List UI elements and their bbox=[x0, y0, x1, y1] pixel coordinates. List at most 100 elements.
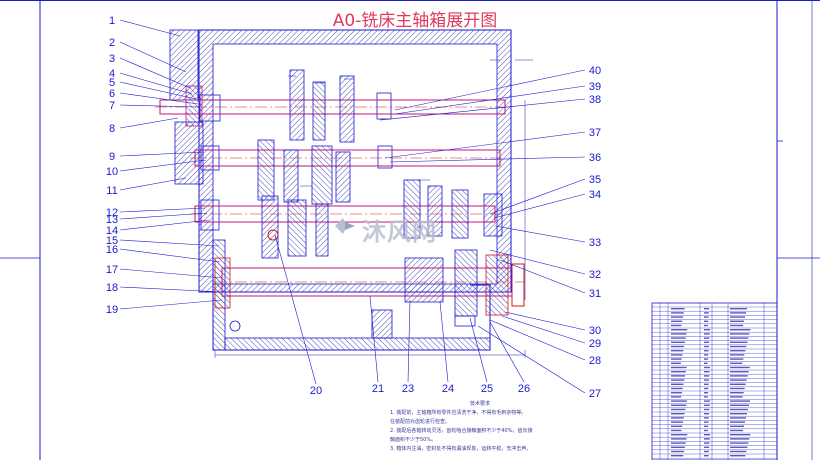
callout-29: 29 bbox=[589, 338, 601, 350]
callout-32: 32 bbox=[589, 269, 601, 281]
table-cell-mark bbox=[671, 375, 686, 377]
table-cell-mark bbox=[704, 337, 710, 339]
table-cell-mark bbox=[671, 442, 686, 444]
table-cell-mark bbox=[671, 308, 685, 310]
leader-1 bbox=[119, 19, 181, 37]
callout-27: 27 bbox=[589, 388, 601, 400]
callout-23: 23 bbox=[402, 383, 414, 395]
leader-30 bbox=[504, 311, 586, 331]
bearings bbox=[169, 29, 525, 316]
table-cell-mark bbox=[704, 434, 711, 436]
table-cell-mark bbox=[730, 455, 746, 457]
table-cell-mark bbox=[671, 324, 682, 327]
table-cell-mark bbox=[730, 429, 743, 432]
leader-33 bbox=[494, 225, 586, 243]
leader-17 bbox=[119, 268, 223, 279]
note-line: 触面积不少于50%。 bbox=[390, 437, 437, 443]
callout-10: 10 bbox=[106, 166, 118, 178]
callout-12: 12 bbox=[106, 207, 118, 219]
callout-35: 35 bbox=[589, 174, 601, 186]
table-cell-mark bbox=[671, 362, 681, 364]
table-cell-mark bbox=[730, 404, 749, 406]
table-cell-mark bbox=[730, 400, 750, 402]
leader-29 bbox=[501, 315, 586, 344]
callout-26: 26 bbox=[518, 383, 530, 395]
callout-31: 31 bbox=[589, 288, 601, 300]
leader-7 bbox=[119, 104, 201, 108]
table-cell-mark bbox=[730, 312, 746, 314]
table-cell-mark bbox=[671, 345, 685, 348]
callout-37: 37 bbox=[589, 127, 601, 139]
leader-4 bbox=[119, 72, 193, 95]
table-cell-mark bbox=[704, 341, 710, 343]
table-cell-mark bbox=[671, 421, 683, 423]
leader-15 bbox=[119, 239, 220, 247]
table-cell-mark bbox=[704, 408, 710, 411]
leader-26 bbox=[489, 321, 525, 383]
table-cell-mark bbox=[730, 354, 745, 356]
table-frame bbox=[651, 302, 778, 460]
table-cell-mark bbox=[671, 413, 685, 415]
leader-31 bbox=[499, 259, 586, 294]
table-cell-mark bbox=[704, 387, 709, 390]
table-cell-mark bbox=[730, 371, 749, 373]
leader-5 bbox=[119, 81, 197, 100]
table-cell-mark bbox=[704, 413, 710, 415]
table-cell-mark bbox=[671, 396, 682, 398]
callout-11: 11 bbox=[106, 185, 117, 197]
table-cell-mark bbox=[730, 392, 744, 394]
table-cell-mark bbox=[730, 337, 749, 339]
callout-34: 34 bbox=[589, 189, 601, 201]
table-cell-mark bbox=[704, 379, 709, 381]
callout-17: 17 bbox=[106, 264, 118, 276]
table-cell-mark bbox=[730, 387, 745, 390]
callout-8: 8 bbox=[109, 123, 115, 135]
table-cell-mark bbox=[730, 341, 748, 343]
table-cell-mark bbox=[671, 400, 687, 402]
table-cell-mark bbox=[671, 429, 682, 432]
table-cell-mark bbox=[730, 324, 743, 327]
leader-37 bbox=[384, 131, 586, 159]
table-cell-mark bbox=[730, 358, 744, 360]
leader-27 bbox=[477, 325, 586, 394]
technical-notes: 技术要求 1. 装配前，主轴箱所有零件应清洗干净，不得有毛刺杂物等。 在装配前对… bbox=[390, 400, 630, 454]
leader-20 bbox=[274, 234, 317, 385]
table-cell-mark bbox=[730, 383, 746, 385]
table-cell-mark bbox=[730, 408, 748, 411]
part-callouts: 1234567891011121314151617181940393837363… bbox=[106, 15, 601, 400]
table-cell-mark bbox=[671, 320, 683, 322]
table-cell-mark bbox=[704, 396, 708, 398]
table-cell-mark bbox=[730, 425, 744, 427]
callout-38: 38 bbox=[589, 94, 601, 106]
table-cell-mark bbox=[671, 450, 685, 453]
callout-14: 14 bbox=[106, 225, 118, 237]
table-cell-mark bbox=[730, 442, 749, 444]
callout-21: 21 bbox=[372, 383, 384, 395]
table-cell-mark bbox=[671, 333, 687, 335]
table-cell-mark bbox=[671, 434, 688, 436]
leader-38 bbox=[379, 98, 586, 121]
table-cell-mark bbox=[671, 350, 684, 352]
table-cell-mark bbox=[704, 362, 708, 364]
notes-heading: 技术要求 bbox=[469, 401, 490, 407]
table-cell-mark bbox=[704, 442, 710, 444]
table-cell-mark bbox=[671, 446, 685, 448]
table-cell-mark bbox=[671, 425, 683, 427]
watermark-logo-icon bbox=[335, 218, 355, 234]
leader-11 bbox=[119, 177, 187, 191]
table-cell-mark bbox=[730, 450, 747, 453]
table-cell-mark bbox=[704, 312, 709, 314]
table-cell-mark bbox=[730, 345, 747, 348]
gear-annotations bbox=[288, 75, 430, 187]
leader-2 bbox=[119, 41, 187, 73]
leader-28 bbox=[489, 319, 586, 361]
table-cell-mark bbox=[671, 316, 683, 318]
table-cell-mark bbox=[730, 362, 743, 364]
leader-14 bbox=[119, 219, 210, 231]
table-cell-mark bbox=[671, 404, 687, 406]
leader-32 bbox=[489, 249, 586, 275]
table-cell-mark bbox=[730, 434, 751, 436]
callout-33: 33 bbox=[589, 237, 601, 249]
